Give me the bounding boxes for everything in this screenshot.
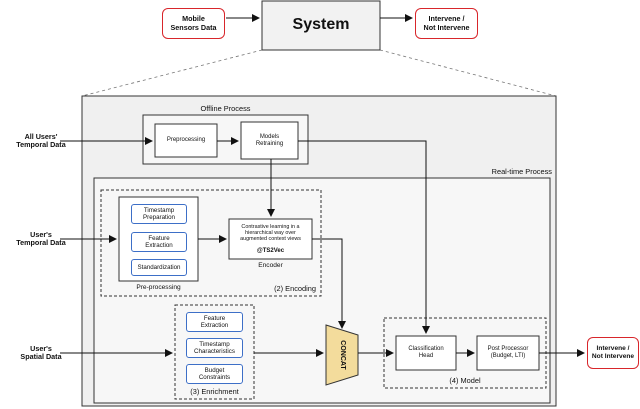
preprocessing-label: Preprocessing bbox=[166, 137, 206, 144]
concat-block bbox=[325, 324, 359, 386]
user-spatial-data: User's Spatial Data bbox=[20, 343, 62, 361]
intervene-output: Intervene / Not Intervene bbox=[587, 337, 639, 369]
encoder-label: Encoder bbox=[258, 261, 283, 269]
realtime-process-title: Real-time Process bbox=[491, 166, 552, 176]
mobile-sensors-data: Mobile Sensors Data bbox=[162, 8, 225, 39]
encoder-description: Contrastive learning in a hierarchical w… bbox=[240, 223, 301, 243]
system-box bbox=[261, 0, 381, 51]
model-caption: (4) Model bbox=[449, 376, 481, 386]
intervene-output-top: Intervene / Not Intervene bbox=[415, 8, 478, 39]
zoom-line-right bbox=[379, 49, 557, 97]
models-retraining-box bbox=[240, 121, 299, 160]
arrow-retraining-to-classification bbox=[298, 140, 430, 334]
arrow-encoder-to-concat bbox=[312, 238, 346, 329]
standardization: Standardization bbox=[131, 259, 187, 276]
feature-extraction-encoding: Feature Extraction bbox=[131, 232, 187, 252]
post-processor-label: Post Processor (Budget, LTI) bbox=[487, 346, 529, 359]
offline-process-title: Offline Process bbox=[200, 103, 251, 113]
feature-extraction-enrichment: Feature Extraction bbox=[186, 312, 243, 332]
preprocessing-group-label: Pre-processing bbox=[136, 283, 181, 291]
classification-head-label: Classification Head bbox=[408, 346, 444, 359]
enrichment-caption: (3) Enrichment bbox=[190, 387, 239, 397]
all-users-temporal-data: All Users' Temporal Data bbox=[16, 131, 66, 149]
timestamp-preparation: Timestamp Preparation bbox=[131, 204, 187, 224]
models-retraining-label: Models Retraining bbox=[255, 133, 284, 147]
classification-head-box bbox=[395, 335, 457, 371]
concat-label: CONCAT bbox=[339, 340, 347, 370]
encoding-caption: (2) Encoding bbox=[274, 284, 316, 294]
budget-constraints: Budget Constraints bbox=[186, 364, 243, 384]
user-temporal-data: User's Temporal Data bbox=[16, 229, 66, 247]
timestamp-characteristics: Timestamp Characteristics bbox=[186, 338, 243, 358]
zoom-line-left bbox=[81, 49, 263, 97]
post-processor-box bbox=[476, 335, 540, 371]
encoder-tag: @TS2Vec bbox=[256, 248, 285, 255]
system-title: System bbox=[292, 16, 350, 34]
